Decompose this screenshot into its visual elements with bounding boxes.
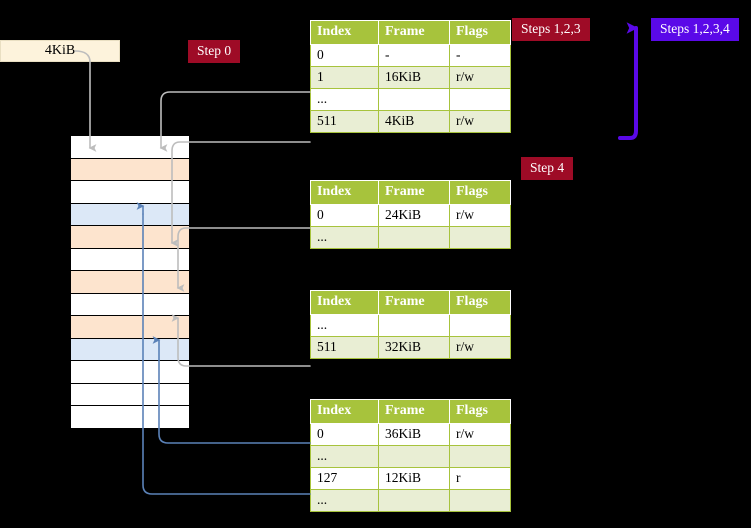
column-header-flags: Flags (449, 399, 511, 424)
cell-index: ... (310, 226, 379, 249)
column-header-index: Index (310, 290, 379, 315)
table-row: ... (310, 88, 511, 111)
badge-label: Step 0 (197, 43, 232, 58)
cell-flags: r (449, 467, 511, 490)
cell-frame: 4KiB (378, 110, 450, 133)
memory-frame-row (70, 247, 190, 271)
column-header-frame: Frame (378, 20, 450, 45)
badge-label: Step 4 (530, 160, 565, 175)
column-header-flags: Flags (449, 290, 511, 315)
cell-index: ... (310, 88, 379, 111)
cell-frame: 32KiB (378, 336, 450, 359)
memory-frame-row (70, 292, 190, 316)
memory-frame-row (70, 315, 190, 339)
memory-frame-row (70, 405, 190, 429)
memory-frame-row (70, 337, 190, 361)
cell-frame: 16KiB (378, 66, 450, 89)
column-header-index: Index (310, 20, 379, 45)
cell-frame (378, 314, 450, 337)
column-header-frame: Frame (378, 399, 450, 424)
cell-index: 127 (310, 467, 379, 490)
column-header-index: Index (310, 399, 379, 424)
cell-index: 1 (310, 66, 379, 89)
cell-index: 0 (310, 204, 379, 227)
table-row: ... (310, 314, 511, 337)
cell-index: 511 (310, 110, 379, 133)
badge-steps1234: Steps 1,2,3,4 (651, 18, 739, 41)
badge-label: Steps 1,2,3,4 (660, 21, 730, 36)
table-row: ... (310, 445, 511, 468)
cell-flags: r/w (449, 110, 511, 133)
memory-frame-row (70, 180, 190, 204)
cell-frame: - (378, 44, 450, 67)
cell-flags (449, 226, 511, 249)
cell-flags (449, 314, 511, 337)
column-header-frame: Frame (378, 180, 450, 205)
frame-4kib-label: 4KiB (44, 43, 76, 58)
memory-frame-row (70, 135, 190, 159)
cell-flags: r/w (449, 66, 511, 89)
cell-flags (449, 489, 511, 512)
memory-frame-row (70, 270, 190, 294)
physical-memory-column (70, 135, 190, 429)
cell-frame: 36KiB (378, 423, 450, 446)
cell-index: 0 (310, 423, 379, 446)
cell-frame (378, 88, 450, 111)
steps-bracket-arrow (618, 22, 638, 140)
cell-frame (378, 445, 450, 468)
cell-flags: - (449, 44, 511, 67)
cell-flags (449, 88, 511, 111)
table-row: ... (310, 489, 511, 512)
badge-step4: Step 4 (521, 157, 574, 180)
cell-index: ... (310, 314, 379, 337)
cell-frame: 24KiB (378, 204, 450, 227)
column-header-flags: Flags (449, 20, 511, 45)
cell-index: ... (310, 489, 379, 512)
memory-frame-row (70, 202, 190, 226)
memory-frame-row (70, 382, 190, 406)
cell-frame: 12KiB (378, 467, 450, 490)
cell-index: 0 (310, 44, 379, 67)
memory-frame-row (70, 360, 190, 384)
table-row: ... (310, 226, 511, 249)
cell-index: 511 (310, 336, 379, 359)
column-header-frame: Frame (378, 290, 450, 315)
memory-frame-row (70, 157, 190, 181)
cell-flags (449, 445, 511, 468)
cell-flags: r/w (449, 336, 511, 359)
badge-step0: Step 0 (188, 40, 241, 63)
table-row: 0-- (310, 44, 511, 67)
column-header-index: Index (310, 180, 379, 205)
badge-label: Steps 1,2,3 (521, 21, 581, 36)
column-header-flags: Flags (449, 180, 511, 205)
badge-steps123: Steps 1,2,3 (512, 18, 590, 41)
cell-flags: r/w (449, 204, 511, 227)
cell-frame (378, 226, 450, 249)
frame-4kib-box: 4KiB (0, 40, 120, 62)
cell-frame (378, 489, 450, 512)
memory-frame-row (70, 225, 190, 249)
cell-flags: r/w (449, 423, 511, 446)
cell-index: ... (310, 445, 379, 468)
